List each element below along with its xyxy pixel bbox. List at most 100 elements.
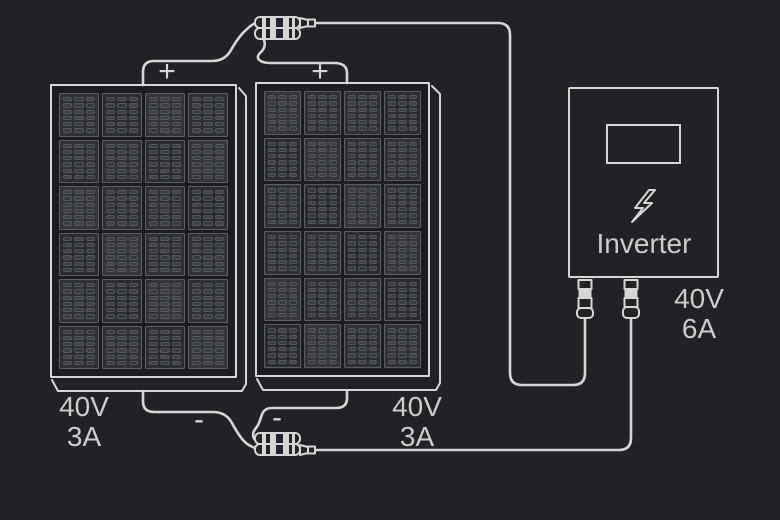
- cell-bar: [171, 103, 181, 108]
- cell-bar: [192, 162, 202, 167]
- cell-bar: [268, 253, 277, 259]
- cell-bar: [358, 120, 367, 125]
- cell-bar: [398, 95, 407, 100]
- cell-bar: [149, 360, 159, 365]
- panel-cell: [188, 279, 228, 323]
- cell-bar: [308, 281, 317, 286]
- cell-bar: [85, 190, 95, 195]
- cell-bar: [358, 173, 367, 178]
- cell-bar: [328, 188, 337, 193]
- cell-bar: [149, 301, 159, 306]
- cell-bar: [328, 113, 337, 119]
- cell-bar: [160, 261, 170, 266]
- cell-bar: [308, 200, 317, 206]
- cell-bar: [171, 115, 181, 120]
- cell-bar: [106, 261, 116, 266]
- cell-bar: [192, 149, 202, 154]
- panel-cell: [59, 139, 99, 183]
- cell-bar: [117, 162, 127, 167]
- cell-bar: [74, 162, 84, 167]
- cell-bar: [149, 329, 159, 334]
- cell-bar: [214, 283, 224, 288]
- cell-bar: [398, 340, 407, 346]
- cell-bar: [128, 348, 138, 353]
- cell-bar: [171, 329, 181, 334]
- cell-bar: [63, 295, 73, 300]
- cell-bar: [63, 301, 73, 306]
- cell-bar: [388, 154, 397, 159]
- cell-bar: [288, 213, 297, 218]
- cell-bar: [288, 359, 297, 364]
- cell-bar: [348, 173, 357, 178]
- cell-bar: [149, 122, 159, 127]
- cell-bar: [171, 149, 181, 154]
- wire-panel2-negative: [251, 389, 349, 443]
- cell-bar: [214, 267, 224, 272]
- cell-bar: [408, 334, 417, 339]
- panel-cell: [102, 325, 142, 369]
- cell-bar: [388, 213, 397, 218]
- cell-bar: [171, 342, 181, 347]
- cell-bar: [358, 253, 367, 259]
- cell-bar: [160, 174, 170, 179]
- cell-bar: [203, 289, 213, 294]
- cell-bar: [278, 120, 287, 125]
- inverter-current-label: 6A: [681, 313, 717, 344]
- cell-bar: [278, 260, 287, 265]
- cell-bar: [308, 287, 317, 293]
- cell-bar: [63, 348, 73, 353]
- cell-bar: [74, 143, 84, 148]
- cell-bar: [328, 160, 337, 165]
- cell-bar: [278, 173, 287, 178]
- cell-bar: [192, 196, 202, 201]
- cell-bar: [358, 260, 367, 265]
- cell-bar: [278, 95, 287, 100]
- cell-bar: [308, 219, 317, 224]
- cell-bar: [268, 141, 277, 146]
- cell-bar: [398, 300, 407, 305]
- cell-bar: [348, 166, 357, 172]
- cell-bar: [160, 103, 170, 108]
- cell-bar: [106, 97, 116, 102]
- cell-bar: [288, 166, 297, 172]
- cell-bar: [358, 235, 367, 240]
- cell-bar: [171, 208, 181, 213]
- cell-bar: [106, 168, 116, 173]
- cell-bar: [106, 221, 116, 226]
- cell-bar: [171, 308, 181, 313]
- cell-bar: [328, 247, 337, 252]
- cell-bar: [268, 147, 277, 153]
- cell-bar: [149, 208, 159, 213]
- cell-bar: [106, 143, 116, 148]
- cell-bar: [368, 160, 377, 165]
- cell-bar: [318, 260, 327, 265]
- cell-bar: [128, 215, 138, 220]
- cell-bar: [117, 215, 127, 220]
- cell-bar: [368, 154, 377, 159]
- cell-bar: [192, 109, 202, 114]
- cell-bar: [398, 328, 407, 333]
- cell-bar: [171, 360, 181, 365]
- cell-bar: [203, 329, 213, 334]
- cell-bar: [214, 143, 224, 148]
- cell-bar: [348, 126, 357, 131]
- cell-bar: [358, 313, 367, 318]
- cell-bar: [358, 287, 367, 293]
- cell-bar: [358, 154, 367, 159]
- cell-bar: [128, 242, 138, 247]
- cell-bar: [171, 97, 181, 102]
- cell-bar: [358, 281, 367, 286]
- cell-bar: [192, 143, 202, 148]
- cell-bar: [203, 208, 213, 213]
- cell-bar: [85, 342, 95, 347]
- cell-bar: [328, 95, 337, 100]
- cell-bar: [85, 168, 95, 173]
- cell-bar: [288, 207, 297, 212]
- cell-bar: [348, 266, 357, 271]
- cell-bar: [318, 147, 327, 153]
- cell-bar: [398, 253, 407, 259]
- cell-bar: [63, 156, 73, 161]
- cell-bar: [268, 328, 277, 333]
- cell-bar: [368, 253, 377, 259]
- cell-bar: [63, 236, 73, 241]
